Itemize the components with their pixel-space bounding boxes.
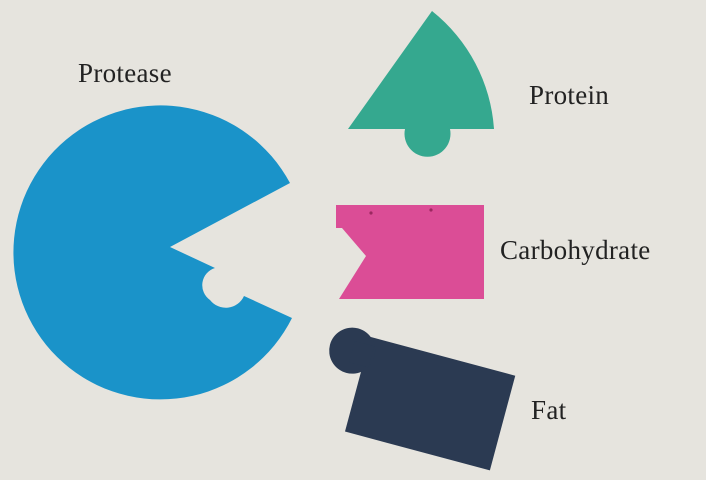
- carbohydrate-label: Carbohydrate: [500, 237, 651, 264]
- carbohydrate-shape: [336, 205, 484, 299]
- protease-label: Protease: [78, 60, 172, 87]
- fat-label: Fat: [531, 397, 566, 424]
- fat-shape: [309, 322, 516, 470]
- carbohydrate-speck: [429, 208, 432, 211]
- protein-label: Protein: [529, 82, 609, 109]
- protein-shape: [348, 11, 494, 157]
- protease-enzyme-shape: [13, 105, 292, 399]
- carbohydrate-speck: [369, 211, 372, 214]
